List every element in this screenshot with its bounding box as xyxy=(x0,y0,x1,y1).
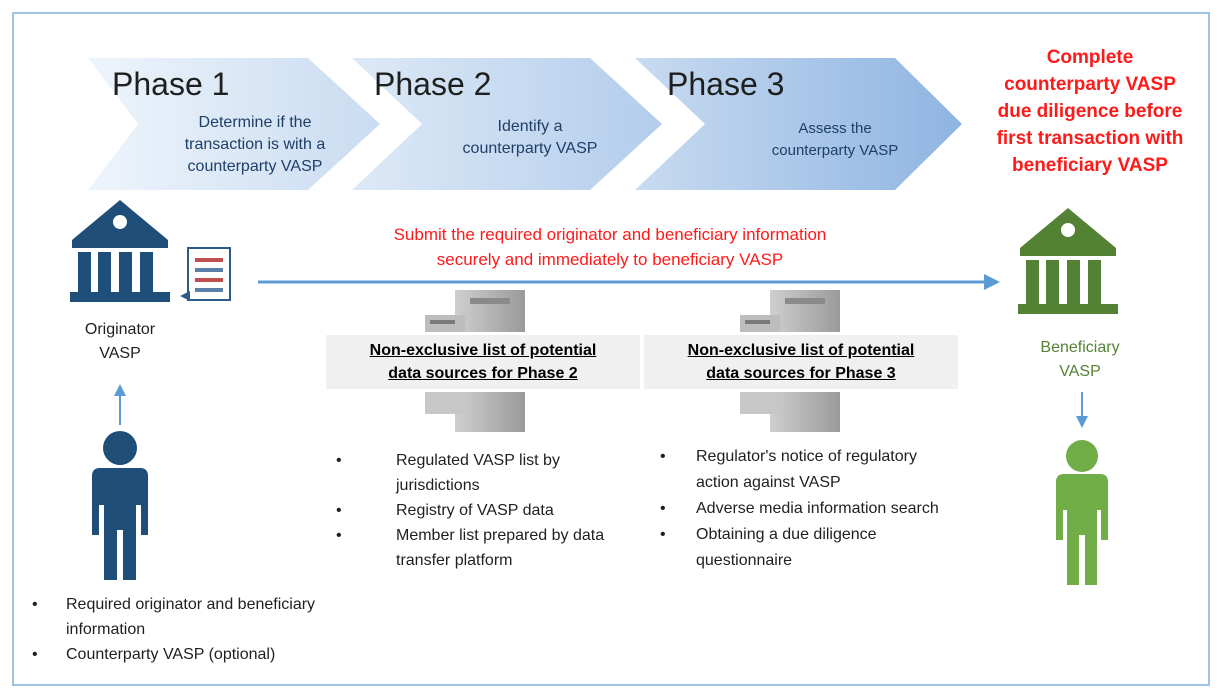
complete-due-diligence-note: Complete counterparty VASP due diligence… xyxy=(965,44,1215,179)
phase-1-chevron xyxy=(88,58,380,190)
phase-3-desc-line: Assess the xyxy=(798,120,872,137)
phase-3-sources-title: Non-exclusive list of potential data sou… xyxy=(644,335,958,389)
label-line: VASP xyxy=(1059,363,1101,380)
list-item: Regulated VASP list by jurisdictions xyxy=(336,448,636,498)
list-item: Regulator's notice of regulatory action … xyxy=(660,444,960,496)
originator-bank-icon xyxy=(70,200,170,302)
document-icon xyxy=(180,247,231,301)
originator-vasp-label: Originator VASP xyxy=(50,318,190,366)
phase-2-sources-list: Regulated VASP list by jurisdictions Reg… xyxy=(336,448,636,573)
originator-person-icon xyxy=(92,431,148,580)
phase-1-description: Determine if the transaction is with a c… xyxy=(150,112,360,178)
submit-note-line: Submit the required originator and benef… xyxy=(393,225,827,244)
label-line: Beneficiary xyxy=(1040,339,1120,356)
server-icon-phase-2 xyxy=(425,290,525,432)
phase-1-desc-line: counterparty VASP xyxy=(187,158,323,175)
server-icon-phase-3 xyxy=(740,290,840,432)
transfer-arrow-head xyxy=(984,274,1000,290)
phase-2-chevron xyxy=(352,58,662,190)
label-line: Originator xyxy=(84,321,156,338)
title-line: Non-exclusive list of potential xyxy=(687,342,915,359)
note-line: counterparty VASP xyxy=(1004,74,1176,95)
note-line: beneficiary VASP xyxy=(1012,155,1168,176)
phase-3-chevron xyxy=(635,58,962,190)
beneficiary-down-arrow-head xyxy=(1076,416,1088,428)
title-line: data sources for Phase 3 xyxy=(706,365,896,382)
phase-1-desc-line: transaction is with a xyxy=(184,136,326,153)
beneficiary-vasp-label: Beneficiary VASP xyxy=(1010,336,1150,384)
note-line: first transaction with xyxy=(996,128,1184,149)
list-item: Obtaining a due diligence questionnaire xyxy=(660,522,960,574)
phase-3-title: Phase 3 xyxy=(667,66,785,102)
phase-2-description: Identify a counterparty VASP xyxy=(430,116,630,160)
phase-1-title: Phase 1 xyxy=(112,66,230,102)
originator-up-arrow-head xyxy=(114,384,126,396)
phase-3-desc-line: counterparty VASP xyxy=(771,142,899,159)
phase-3-sources-list: Regulator's notice of regulatory action … xyxy=(660,444,960,574)
phase-2-title: Phase 2 xyxy=(374,66,492,102)
phase-3-description: Assess the counterparty VASP xyxy=(735,118,935,162)
originator-inputs-list: Required originator and beneficiary info… xyxy=(32,592,362,667)
note-line: Complete xyxy=(1046,47,1134,68)
beneficiary-bank-icon xyxy=(1018,208,1118,314)
title-line: data sources for Phase 2 xyxy=(388,365,578,382)
phase-1-desc-line: Determine if the xyxy=(198,114,312,131)
phase-2-sources-title: Non-exclusive list of potential data sou… xyxy=(326,335,640,389)
beneficiary-person-icon xyxy=(1056,440,1108,585)
list-item: Required originator and beneficiary info… xyxy=(32,592,362,642)
submit-note-line: securely and immediately to beneficiary … xyxy=(436,250,784,269)
note-line: due diligence before xyxy=(997,101,1183,122)
title-line: Non-exclusive list of potential xyxy=(369,342,597,359)
list-item: Counterparty VASP (optional) xyxy=(32,642,362,667)
list-item: Registry of VASP data xyxy=(336,498,636,523)
submit-information-note: Submit the required originator and benef… xyxy=(300,222,920,272)
label-line: VASP xyxy=(99,345,141,362)
list-item: Member list prepared by data transfer pl… xyxy=(336,523,636,573)
phase-2-desc-line: Identify a xyxy=(497,118,563,135)
list-item: Adverse media information search xyxy=(660,496,960,522)
phase-2-desc-line: counterparty VASP xyxy=(462,140,598,157)
